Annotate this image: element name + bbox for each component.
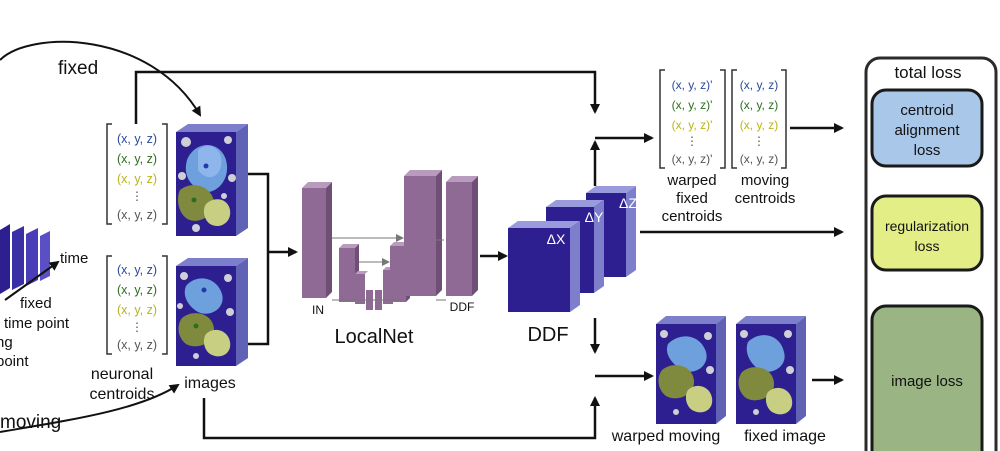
warped-moving-image-volume [656, 316, 726, 424]
regularization-loss-label: regularization [885, 218, 969, 234]
warped-fixed-centroids-label: warped [666, 172, 716, 189]
delta-x-label: ΔX [547, 231, 566, 247]
centroid-row: (x, y, z) [117, 283, 157, 297]
image-loss-label: image loss [891, 373, 963, 390]
neuronal-centroids-label-2: centroids [90, 386, 155, 403]
moving-time-point-label: ng [0, 334, 13, 351]
ddf-label: DDF [527, 324, 568, 346]
image-loss-box [870, 304, 984, 451]
images-label: images [184, 375, 236, 392]
total-loss-panel [864, 56, 998, 451]
fixed-image-label: fixed image [744, 428, 826, 445]
centroid-row: (x, y, z)' [672, 78, 713, 92]
centroid-row: (x, y, z) [117, 152, 157, 166]
fixed-time-point-label-2: time point [4, 315, 70, 332]
centroid-ellipsis: ⋮ [131, 189, 143, 203]
centroid-row: (x, y, z) [740, 98, 778, 112]
delta-y-label: ΔY [585, 209, 604, 225]
ddf-x-volume [508, 228, 570, 312]
centroid-row: (x, y, z)' [672, 98, 713, 112]
warped-moving-label: warped moving [611, 428, 721, 445]
centroid-loss-label-2: alignment [894, 122, 960, 139]
moving-label: moving [0, 412, 61, 433]
centroid-row: (x, y, z) [117, 172, 157, 186]
moving-time-point-label-2: point [0, 353, 29, 370]
moving-centroid-list-right: (x, y, z) (x, y, z) (x, y, z) ⋮ (x, y, z… [731, 69, 787, 169]
regularization-loss-label-2: loss [915, 238, 940, 254]
time-label: time [60, 250, 88, 267]
centroid-row: (x, y, z) [740, 152, 778, 166]
centroid-row: (x, y, z) [117, 263, 157, 277]
fixed-top-line [134, 70, 600, 124]
moving-bottom-line [202, 396, 600, 440]
centroid-row: (x, y, z) [117, 132, 157, 146]
centroid-row: (x, y, z) [117, 208, 157, 222]
fixed-time-point-label: fixed [20, 295, 52, 312]
centroid-row: (x, y, z) [740, 118, 778, 132]
centroid-ellipsis: ⋮ [753, 134, 765, 148]
delta-z-label: ΔZ [619, 195, 637, 211]
warped-fixed-centroids-label-3: centroids [662, 208, 723, 225]
fixed-centroid-list: (x, y, z) (x, y, z) (x, y, z) ⋮ (x, y, z… [106, 123, 168, 225]
centroid-row: (x, y, z) [740, 78, 778, 92]
fixed-image-volume-right [736, 316, 806, 424]
localnet [302, 170, 478, 310]
fixed-input-arrow [0, 40, 202, 117]
warped-fixed-centroids-label-2: fixed [676, 190, 708, 207]
ddf-small-label: DDF [450, 300, 475, 314]
centroid-ellipsis: ⋮ [131, 320, 143, 334]
fixed-label: fixed [58, 58, 98, 79]
centroid-loss-label-3: loss [914, 142, 941, 159]
total-loss-title: total loss [894, 63, 961, 82]
centroid-alignment-loss-box [870, 88, 984, 168]
neuronal-centroids-label: neuronal [91, 366, 153, 383]
moving-centroids-label-2: centroids [735, 190, 796, 207]
moving-input-arrow [0, 383, 180, 433]
centroid-row: (x, y, z) [117, 338, 157, 352]
ddf-volumes [508, 186, 636, 312]
moving-centroids-label: moving [741, 172, 789, 189]
in-label: IN [312, 303, 324, 317]
moving-image-volume [176, 258, 248, 366]
centroid-row: (x, y, z)' [672, 152, 713, 166]
centroid-row: (x, y, z)' [672, 118, 713, 132]
warped-fixed-centroid-list: (x, y, z)' (x, y, z)' (x, y, z)' ⋮ (x, y… [659, 69, 726, 169]
fixed-image-volume [176, 124, 248, 236]
regularization-loss-box [870, 194, 984, 272]
centroid-loss-label: centroid [900, 102, 953, 119]
time-arrow [4, 260, 60, 301]
time-stack [0, 224, 50, 294]
images-merge-line [248, 172, 270, 346]
centroid-row: (x, y, z) [117, 303, 157, 317]
centroid-ellipsis: ⋮ [686, 134, 698, 148]
moving-centroid-list: (x, y, z) (x, y, z) (x, y, z) ⋮ (x, y, z… [106, 255, 168, 355]
localnet-label: LocalNet [335, 326, 414, 348]
